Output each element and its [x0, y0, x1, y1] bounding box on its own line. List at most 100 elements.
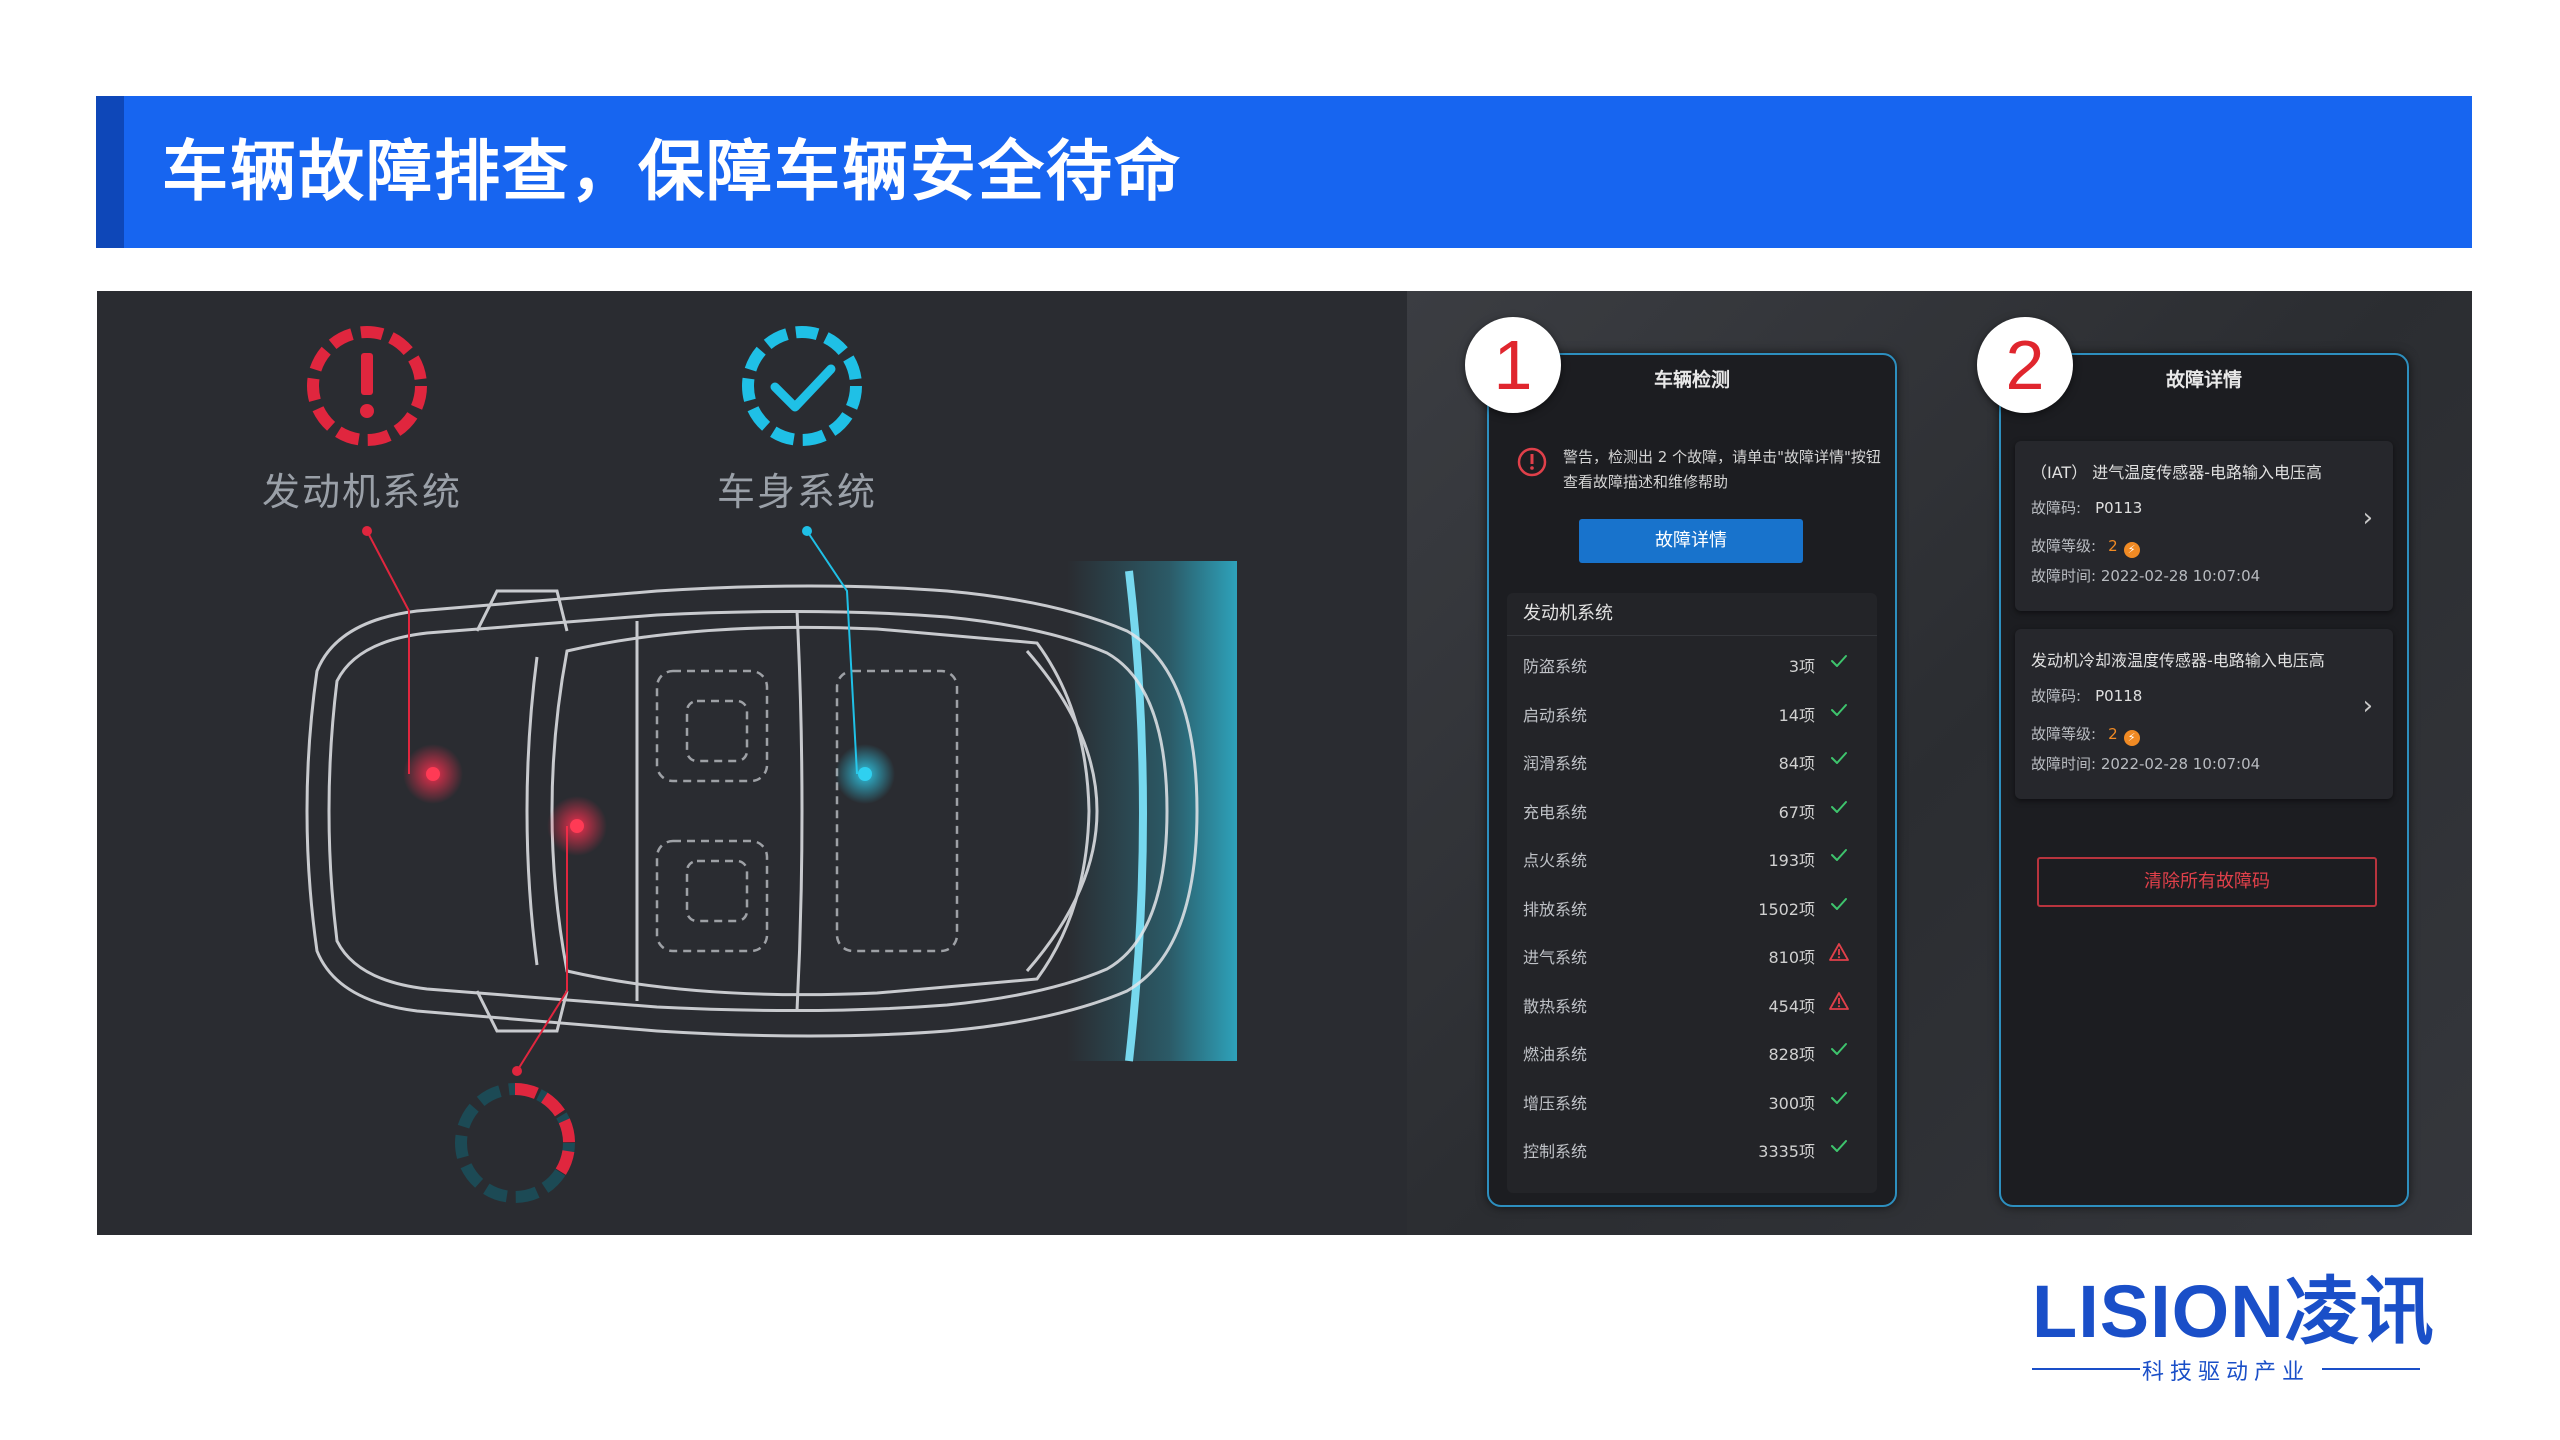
system-name: 充电系统: [1523, 802, 1588, 822]
check-icon: [1831, 1140, 1847, 1152]
ring-pointer-dot: [512, 1066, 522, 1076]
engine-hotspot-center: [426, 767, 440, 781]
system-list: 发动机系统 防盗系统 3项启动系统 14项润滑系统 84项充电系统 67项点火系统 193…: [1507, 593, 1877, 1193]
fault-card-1[interactable]: （IAT） 进气温度传感器-电路输入电压高 故障码:P0113 故障等级:2⚡ …: [2015, 441, 2393, 611]
engine-system-label: 发动机系统: [262, 470, 463, 514]
system-row: 启动系统 14项: [1523, 702, 1863, 732]
car-illustration: [305, 326, 1237, 1203]
bolt-icon: ⚡: [2123, 730, 2140, 746]
system-row: 充电系统 67项: [1523, 799, 1863, 829]
system-count: 454项: [1768, 996, 1815, 1016]
check-icon: [1831, 849, 1847, 861]
alert-icon: [307, 326, 427, 446]
system-name: 散热系统: [1523, 996, 1588, 1016]
system-count: 14项: [1778, 705, 1815, 725]
check-icon: [1831, 703, 1847, 716]
fault-title: 发动机冷却液温度传感器-电路输入电压高: [2031, 651, 2325, 670]
system-row: 增压系统 300项: [1523, 1090, 1863, 1120]
check-icon: [1831, 1091, 1847, 1104]
system-row: 润滑系统 84项: [1523, 750, 1863, 780]
system-name: 排放系统: [1523, 899, 1588, 919]
system-row: 防盗系统 3项: [1523, 653, 1863, 683]
warning-text: 警告，检测出 2 个故障，请单击"故障详情"按钮查看故障描述和维修帮助: [1563, 448, 1881, 491]
logo-wordmark: LISION凌讯: [2032, 1270, 2435, 1353]
body-system-label: 车身系统: [717, 470, 878, 514]
system-row: 点火系统 193项: [1523, 847, 1863, 877]
logo-rule-right: [2322, 1368, 2420, 1370]
fault-level: 2: [2108, 725, 2118, 743]
system-name: 进气系统: [1523, 948, 1588, 967]
system-count: 3项: [1788, 657, 1815, 676]
system-count: 828项: [1768, 1045, 1815, 1064]
phone-vehicle-check: 车辆检测 警告，检测出 2 个故障，请单击"故障详情"按钮查看故障描述和维修帮助…: [1487, 353, 1897, 1207]
system-count: 300项: [1768, 1093, 1815, 1113]
fault-code: P0113: [2095, 499, 2143, 517]
chevron-right-icon: ›: [2362, 503, 2373, 533]
check-icon: [1831, 752, 1847, 764]
system-name: 启动系统: [1523, 705, 1588, 725]
system-count: 193项: [1768, 851, 1815, 870]
bolt-icon: ⚡: [2123, 542, 2140, 558]
system-count: 84项: [1778, 754, 1815, 773]
check-icon: [742, 326, 862, 446]
body-hotspot-center: [858, 767, 872, 781]
system-count: 67项: [1778, 802, 1815, 822]
system-name: 点火系统: [1523, 851, 1588, 870]
check-icon: [1831, 655, 1847, 667]
fault-time: 2022-02-28 10:07:04: [2100, 755, 2261, 773]
page-title: 车辆故障排查，保障车辆安全待命: [162, 133, 1182, 210]
system-row: 进气系统 810项: [1523, 943, 1863, 974]
fault-title: （IAT） 进气温度传感器-电路输入电压高: [2031, 463, 2323, 482]
front-glow: [1067, 561, 1237, 1061]
system-count: 1502项: [1758, 899, 1815, 919]
clear-all-faults-button[interactable]: 清除所有故障码: [2037, 857, 2377, 907]
fault-time: 2022-02-28 10:07:04: [2100, 567, 2261, 585]
check-icon: [1831, 1043, 1847, 1055]
fault-level: 2: [2108, 537, 2118, 555]
body-pointer-dot: [802, 526, 812, 536]
system-count: 3335项: [1758, 1142, 1815, 1161]
step-badge-2: 2: [1977, 317, 2073, 413]
alert-icon: [1517, 447, 1547, 477]
phones-panel: 车辆检测 警告，检测出 2 个故障，请单击"故障详情"按钮查看故障描述和维修帮助…: [1407, 291, 2472, 1235]
system-row: 排放系统 1502项: [1523, 896, 1863, 926]
car-seats: [655, 669, 959, 953]
system-name: 控制系统: [1523, 1142, 1588, 1161]
fault-time-line: 故障时间: 2022-02-28 10:07:04: [2031, 567, 2261, 585]
fault-level-line: 故障等级:2⚡: [2031, 535, 2140, 558]
system-row: 控制系统 3335项: [1523, 1138, 1863, 1168]
fault-code-line: 故障码:P0118: [2031, 687, 2143, 705]
fault-code: P0118: [2095, 687, 2143, 705]
system-name: 防盗系统: [1523, 657, 1588, 676]
step-badge-1: 1: [1465, 317, 1561, 413]
system-list-title: 发动机系统: [1523, 603, 1613, 624]
car-diagram-panel: 发动机系统 车身系统: [97, 291, 1407, 1235]
engine-pointer-dot: [362, 526, 372, 536]
fault-level-line: 故障等级:2⚡: [2031, 723, 2140, 746]
system-name: 增压系统: [1523, 1093, 1588, 1113]
fault-hotspot-center: [570, 819, 584, 833]
phone-fault-details: 故障详情 （IAT） 进气温度传感器-电路输入电压高 故障码:P0113 故障等…: [1999, 353, 2409, 1207]
phone-title: 故障详情: [2165, 369, 2242, 391]
car-outline: [305, 584, 1199, 1038]
system-row: 散热系统 454项: [1523, 991, 1863, 1023]
warning-triangle-icon: [1829, 991, 1849, 1010]
status-ring-icon: [455, 1083, 576, 1203]
banner-accent: [96, 96, 124, 248]
fault-card-2[interactable]: 发动机冷却液温度传感器-电路输入电压高 故障码:P0118 故障等级:2⚡ 故障…: [2015, 629, 2393, 799]
warning-triangle-icon: [1829, 943, 1849, 961]
fault-details-button[interactable]: 故障详情: [1579, 519, 1803, 563]
divider: [1507, 635, 1877, 636]
title-banner: 车辆故障排查，保障车辆安全待命: [96, 96, 2472, 248]
chevron-right-icon: ›: [2362, 691, 2373, 721]
check-icon: [1831, 897, 1847, 910]
system-count: 810项: [1768, 948, 1815, 967]
lision-logo: LISION凌讯 科技驱动产业: [2032, 1270, 2452, 1385]
logo-tagline: 科技驱动产业: [2141, 1360, 2310, 1385]
fault-code-line: 故障码:P0113: [2031, 499, 2143, 517]
fault-time-line: 故障时间: 2022-02-28 10:07:04: [2031, 755, 2261, 773]
logo-rule-left: [2032, 1368, 2140, 1370]
pointer-lines: [366, 530, 858, 1072]
system-name: 润滑系统: [1523, 754, 1588, 773]
